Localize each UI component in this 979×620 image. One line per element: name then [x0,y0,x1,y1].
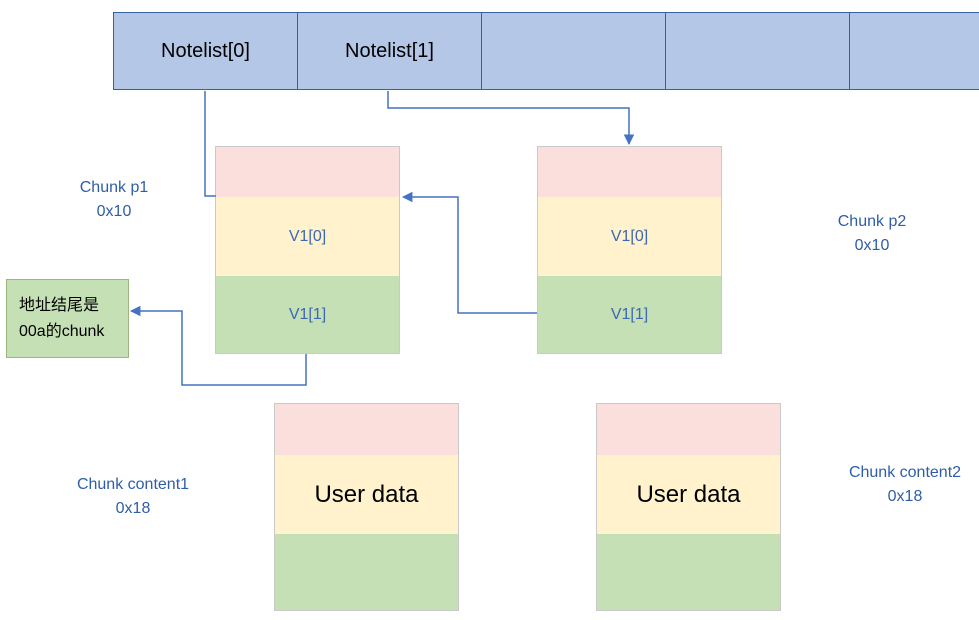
chunk-p2-header [538,147,721,197]
chunk-p2-label: Chunk p2 0x10 [820,210,924,258]
chunk-content1-size: 0x18 [115,500,151,517]
arrow-notelist1-to-chunk-p2 [387,91,635,146]
chunk-content2-name: Chunk content2 [848,464,962,481]
chunk-content2-label: Chunk content2 0x18 [830,461,979,509]
notelist-cell-4 [849,12,979,90]
notelist-cell-1: Notelist[1] [297,12,482,90]
note-box: 地址结尾是 00a的chunk [6,279,129,358]
chunk-content2-user-data: User data [597,455,780,534]
note-box-line-2: 00a的chunk [19,322,105,340]
chunk-p1-v1-0: V1[0] [216,197,399,276]
chunk-p1-size: 0x10 [96,203,132,220]
chunk-p1-label: Chunk p1 0x10 [62,176,166,224]
chunk-p2-v1-1: V1[1] [538,276,721,353]
chunk-p1-v1-0-label: V1[0] [288,227,327,245]
chunk-content1-name: Chunk content1 [76,476,190,493]
chunk-p1-name: Chunk p1 [79,179,149,196]
chunk-p2-v1-0: V1[0] [538,197,721,276]
arrow-notelist0-to-chunk-p1 [204,91,216,197]
chunk-p1-v1-1: V1[1] [216,276,399,353]
arrow-p1-v1-1-to-note-box [129,305,307,386]
chunk-p2: V1[0] V1[1] [537,146,722,354]
arrow-p2-v1-1-to-chunk-p1 [401,191,537,314]
chunk-content2-header [597,404,780,455]
chunk-content1-tail [275,534,458,610]
chunk-content1: User data [274,403,459,611]
notelist-cell-1-label: Notelist[1] [345,39,434,62]
chunk-content1-header [275,404,458,455]
chunk-content2-tail [597,534,780,610]
chunk-p1-v1-1-label: V1[1] [288,305,327,323]
chunk-p2-v1-1-label: V1[1] [610,305,649,323]
notelist-cell-0: Notelist[0] [113,12,298,90]
notelist-cell-3 [665,12,850,90]
chunk-content1-user-data-label: User data [314,480,419,508]
note-box-line-1: 地址结尾是 [19,296,100,314]
chunk-content1-user-data: User data [275,455,458,534]
chunk-content2-size: 0x18 [887,488,923,505]
chunk-p1-header [216,147,399,197]
notelist-cell-0-label: Notelist[0] [161,39,250,62]
chunk-content1-label: Chunk content1 0x18 [58,473,208,521]
chunk-p2-name: Chunk p2 [837,213,907,230]
chunk-p1: V1[0] V1[1] [215,146,400,354]
notelist-cell-2 [481,12,666,90]
chunk-content2-user-data-label: User data [636,480,741,508]
chunk-p2-v1-0-label: V1[0] [610,227,649,245]
chunk-content2: User data [596,403,781,611]
chunk-p2-size: 0x10 [854,237,890,254]
